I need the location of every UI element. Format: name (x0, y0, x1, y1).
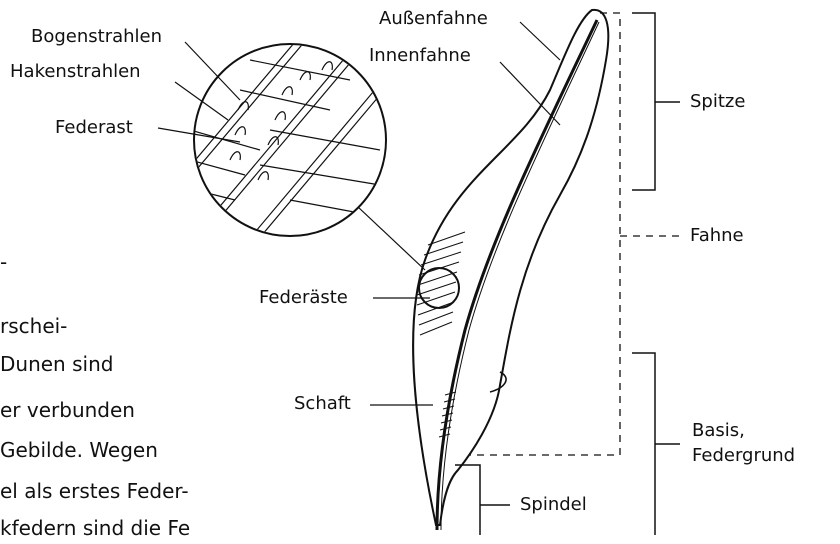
bracket-spitze (632, 13, 680, 190)
label-bogenstrahlen: Bogenstrahlen (31, 26, 162, 48)
label-federaeste: Federäste (259, 287, 348, 309)
label-spindel: Spindel (520, 494, 587, 516)
label-spitze: Spitze (690, 91, 745, 113)
body-text-line-3: Dunen sind (0, 348, 113, 380)
bracket-basis (632, 353, 680, 535)
leader-aussenfahne (520, 22, 560, 60)
bracket-spindel (455, 465, 510, 535)
body-text-line-6: el als erstes Feder- (0, 475, 189, 507)
body-text-line-1: - (0, 246, 7, 278)
body-text-line-5: Gebilde. Wegen (0, 434, 158, 466)
leader-innenfahne (500, 62, 560, 125)
label-hakenstrahlen: Hakenstrahlen (10, 61, 141, 83)
label-basis-line2: Federgrund (692, 445, 795, 467)
body-text-line-7: kfedern sind die Fe (0, 512, 190, 544)
feather-shaft (437, 20, 597, 530)
label-innenfahne: Innenfahne (369, 45, 471, 67)
magnified-circle (194, 44, 386, 236)
vane-notch (490, 372, 506, 392)
label-basis: Basis, Federgrund (692, 420, 795, 467)
label-schaft: Schaft (294, 393, 351, 415)
label-basis-line1: Basis, (692, 420, 795, 442)
body-text-line-2: rschei- (0, 310, 67, 342)
bracket-fahne-dashed (470, 13, 682, 455)
feather-shaft-inner (441, 22, 599, 530)
label-aussenfahne: Außenfahne (379, 8, 488, 30)
body-text-line-4: er verbunden (0, 394, 135, 426)
label-fahne: Fahne (690, 225, 744, 247)
label-federast: Federast (55, 117, 133, 139)
